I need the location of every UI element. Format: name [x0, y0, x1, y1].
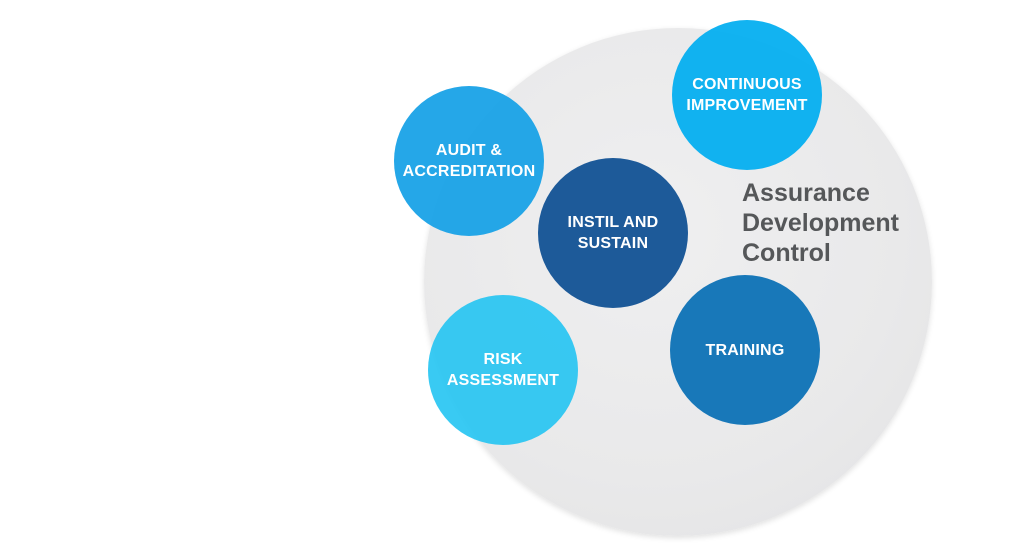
- node-audit-accreditation-label: AUDIT & ACCREDITATION: [402, 142, 536, 180]
- node-training: TRAINING: [670, 275, 820, 425]
- node-continuous-improvement-label: CONTINUOUS IMPROVEMENT: [686, 76, 808, 114]
- node-instil-sustain: INSTIL AND SUSTAIN: [538, 158, 688, 308]
- diagram-title: Assurance Development Control: [742, 179, 899, 267]
- node-risk-assessment: RISK ASSESSMENT: [428, 295, 578, 445]
- node-continuous-improvement: CONTINUOUS IMPROVEMENT: [672, 20, 822, 170]
- node-risk-assessment-label: RISK ASSESSMENT: [446, 351, 560, 389]
- node-audit-accreditation: AUDIT & ACCREDITATION: [394, 86, 544, 236]
- node-training-label: TRAINING: [705, 341, 785, 359]
- node-instil-sustain-label: INSTIL AND SUSTAIN: [567, 214, 659, 252]
